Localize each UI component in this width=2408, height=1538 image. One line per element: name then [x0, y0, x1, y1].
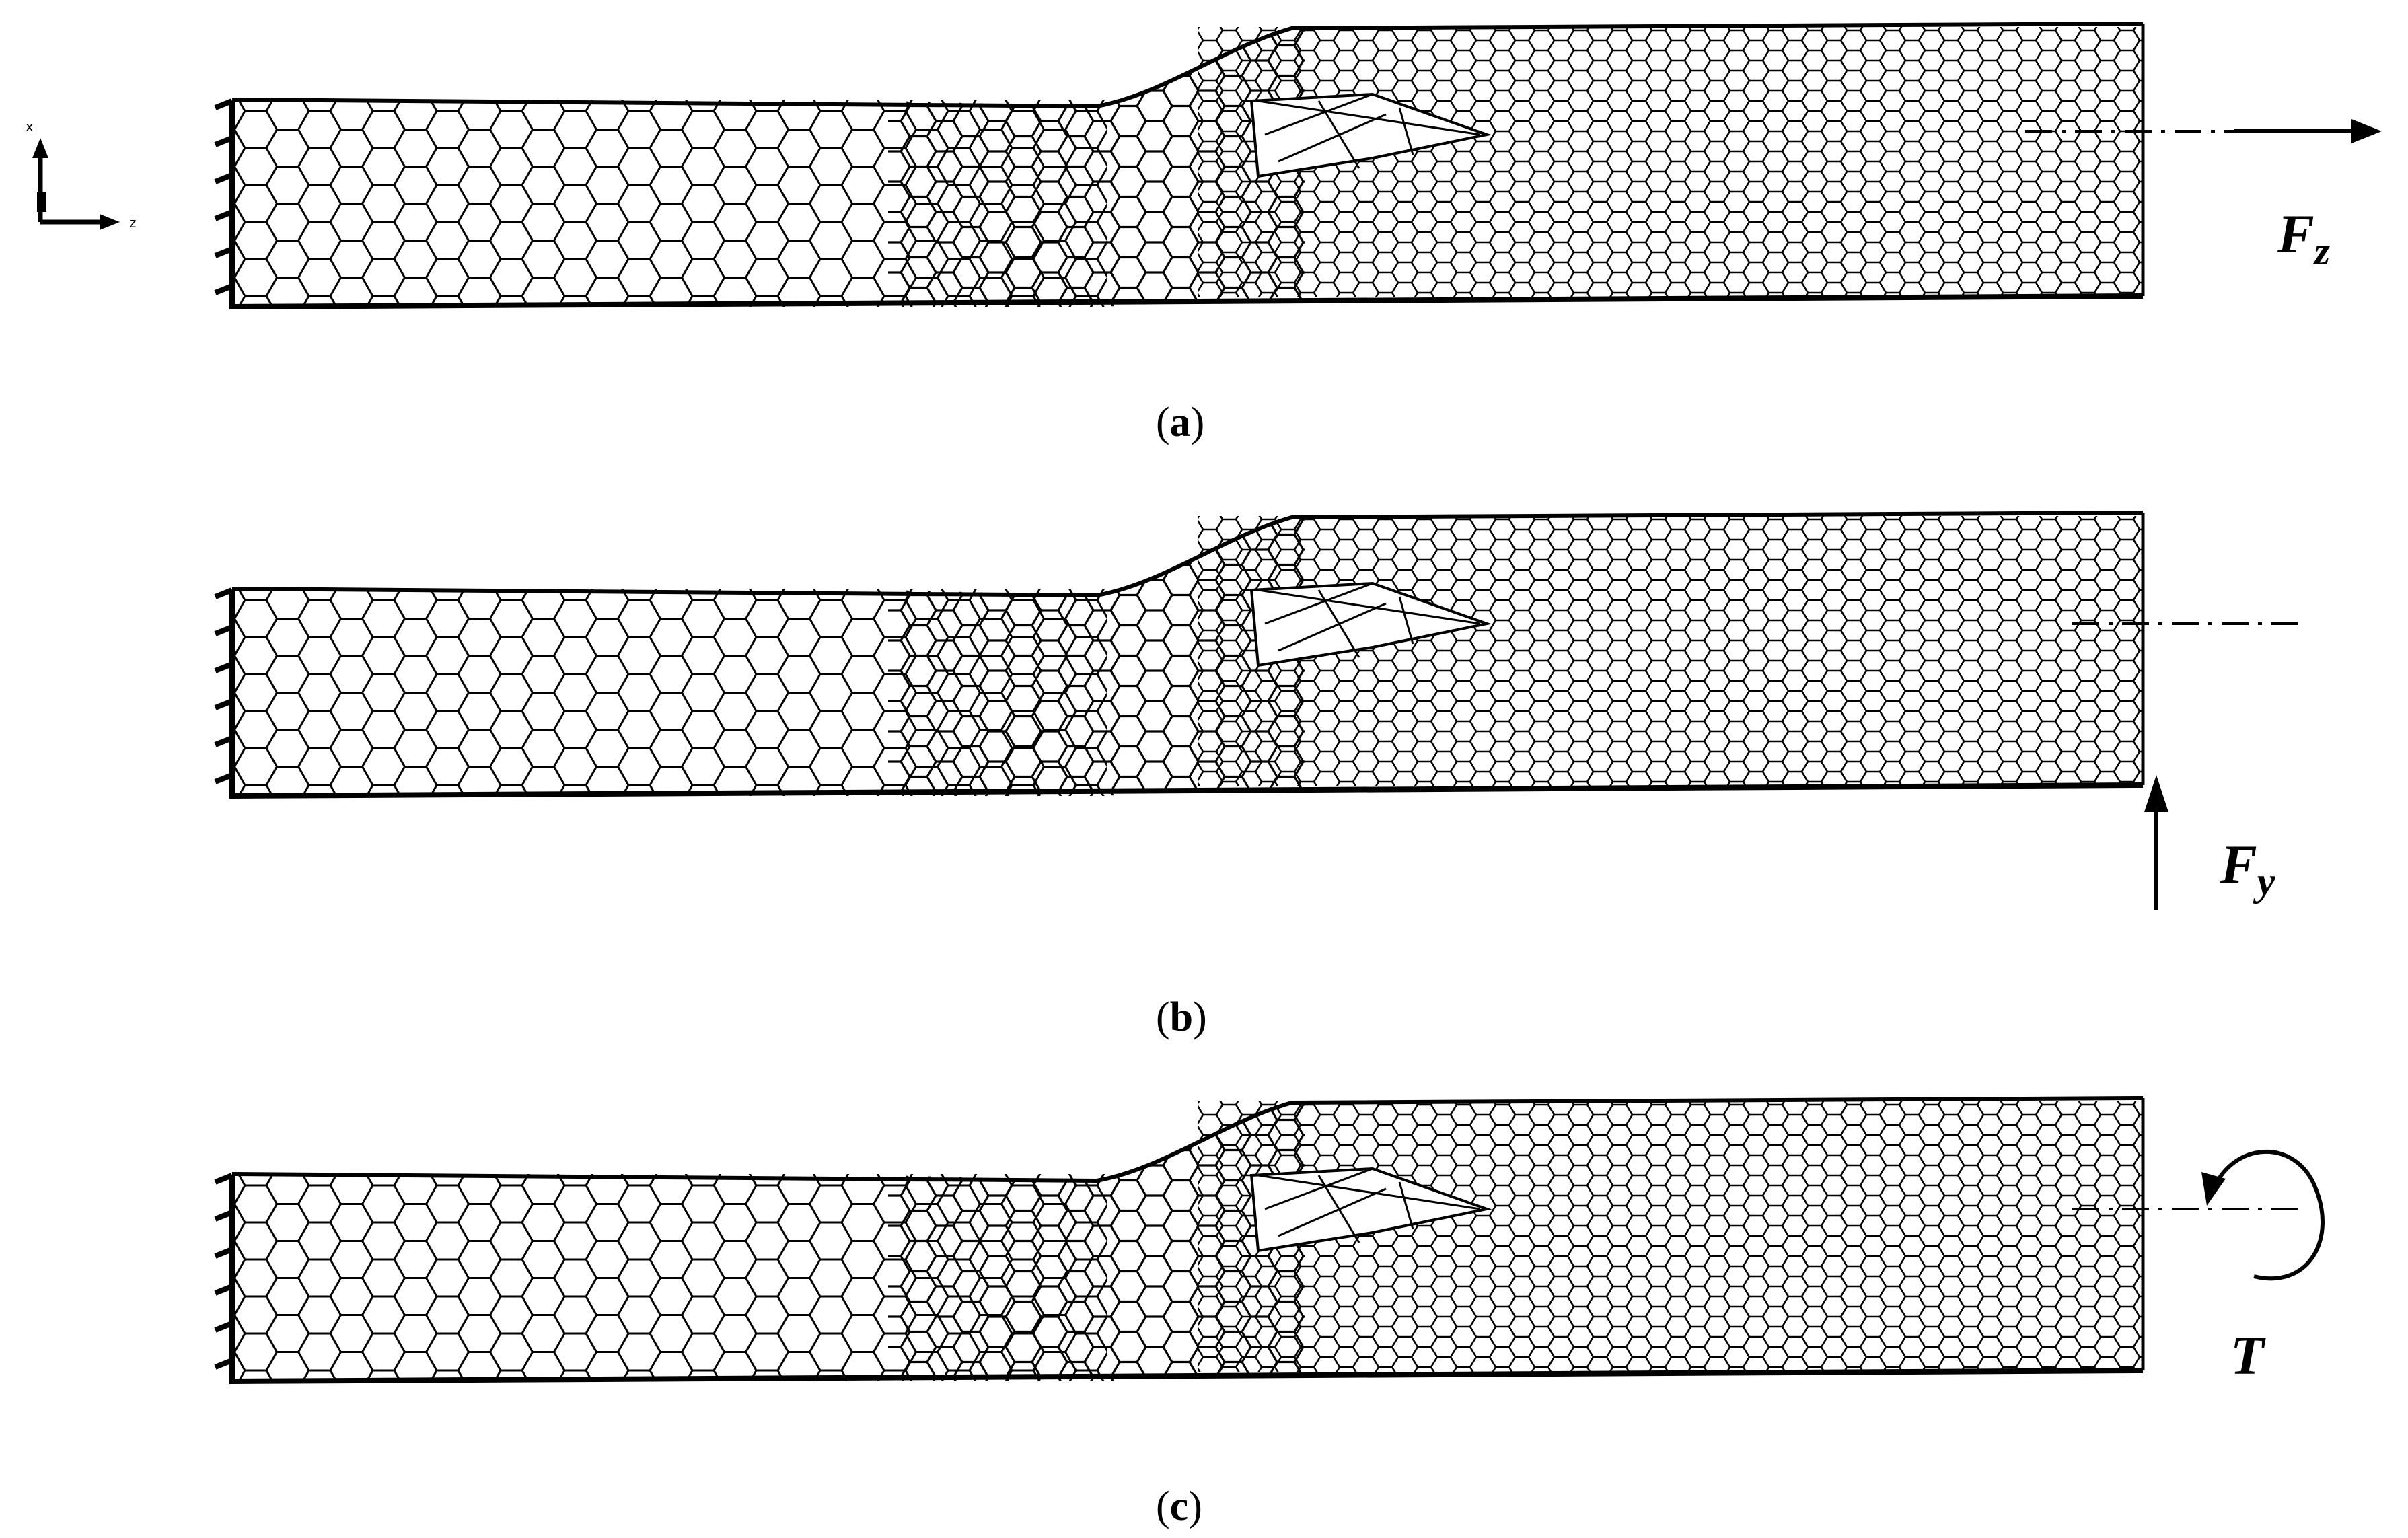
fixed-support [214, 98, 235, 309]
torque-arrow [2201, 1150, 2325, 1281]
caption-b: (b) [1156, 994, 1207, 1040]
nanotube-model [214, 1096, 2145, 1384]
caption-c: (c) [1156, 1484, 1202, 1529]
coordinate-axes: x z [26, 118, 137, 231]
load-label-fy: Fy [2220, 834, 2275, 904]
fixed-support [214, 587, 235, 799]
load-label-fz: Fz [2277, 203, 2331, 273]
panel-b: Fy (b) [214, 511, 2308, 1040]
load-label-t: T [2230, 1325, 2266, 1386]
transverse-force-arrow [2144, 775, 2168, 910]
axial-force-arrow [2025, 119, 2382, 143]
nanotube-model [214, 511, 2145, 799]
nanotube-model [214, 22, 2145, 309]
fixed-support [214, 1173, 235, 1384]
caption-a: (a) [1156, 400, 1204, 445]
z-axis-label: z [129, 215, 137, 231]
panel-c: T (c) [214, 1096, 2325, 1529]
x-axis-label: x [26, 118, 34, 135]
panel-a: Fz (a) [214, 22, 2382, 445]
